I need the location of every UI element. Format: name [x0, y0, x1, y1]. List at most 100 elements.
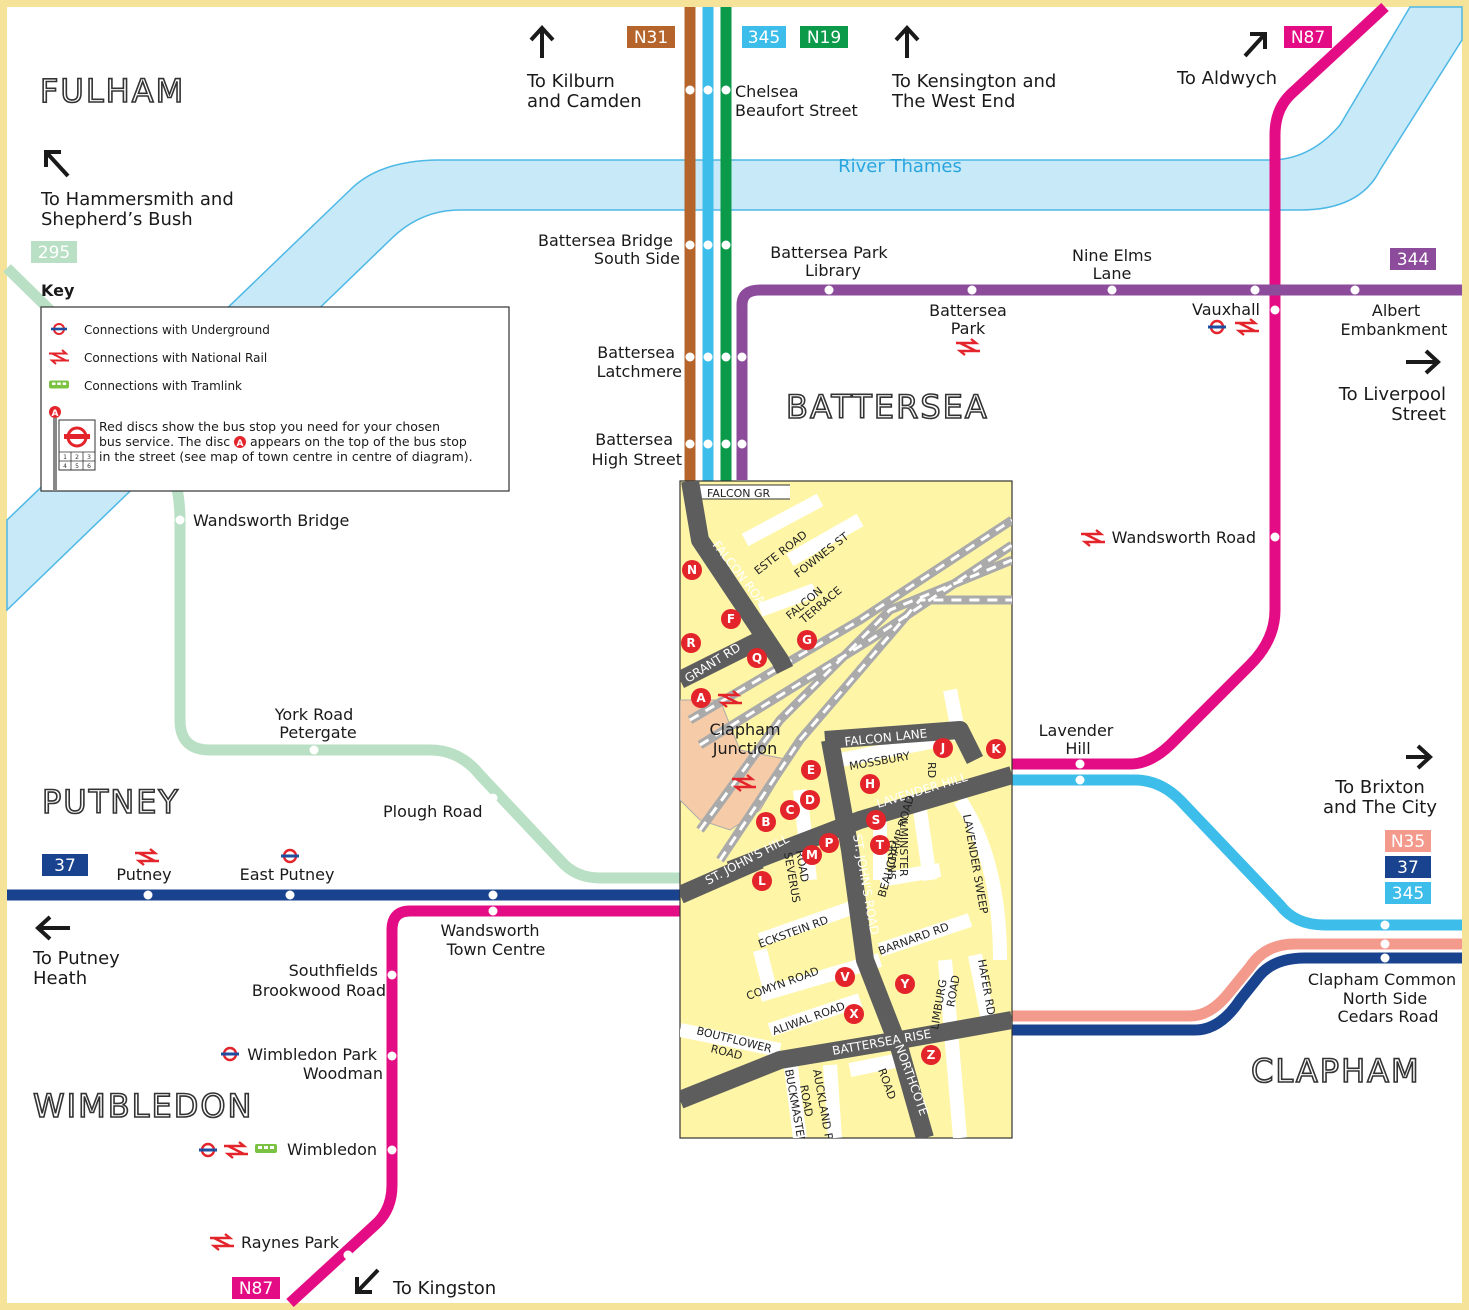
stop-disc[interactable]: M [802, 845, 822, 865]
stop-disc[interactable]: L [752, 871, 772, 891]
stop-disc[interactable]: P [819, 833, 839, 853]
stop-disc[interactable]: E [801, 760, 821, 780]
route-badge-37-left: 37 [54, 856, 76, 876]
district-battersea: BATTERSEA [786, 388, 989, 426]
key-grid-cell: 1 [63, 454, 67, 461]
route-badge-345-right: 345 [1392, 884, 1424, 904]
stop-disc[interactable]: J [933, 738, 953, 758]
bus-stop-sign-icon: A 1 2 3 4 5 6 [49, 406, 96, 491]
svg-text:S: S [872, 813, 881, 827]
arrow-up-icon [894, 25, 920, 58]
st-johns-hill-line [680, 851, 764, 904]
stop-disc[interactable]: S [866, 810, 886, 830]
svg-text:N: N [687, 563, 697, 577]
svg-text:X: X [849, 1007, 859, 1021]
stop-disc[interactable]: T [870, 835, 890, 855]
national-rail-icon [49, 349, 69, 365]
national-rail-icon [1235, 318, 1259, 336]
svg-text:L: L [758, 874, 766, 888]
major-roads [680, 481, 1012, 1138]
stop-disc[interactable]: Q [747, 648, 767, 668]
national-rail-icon [732, 774, 756, 792]
key-note-line1: Red discs show the bus stop you need for… [99, 419, 440, 434]
arrow-up-left-icon [44, 150, 70, 178]
direction-kingston: To Kingston [392, 1278, 496, 1299]
district-wimbledon: WIMBLEDON [33, 1087, 253, 1125]
stop-disc[interactable]: H [860, 774, 880, 794]
district-fulham: FULHAM [40, 72, 185, 110]
underground-icon [281, 848, 299, 864]
stop-disc[interactable]: Y [895, 974, 915, 994]
battersea-rise-line [680, 1011, 1012, 1109]
route-badge-N87-bottom: N87 [239, 1279, 273, 1299]
stop-disc[interactable]: K [986, 739, 1006, 759]
connection-icons [135, 318, 1259, 1251]
stop-dots [143, 85, 1390, 1260]
svg-text:A: A [696, 691, 706, 705]
stop-disc[interactable]: Z [921, 1045, 941, 1065]
underground-icon [199, 1142, 217, 1158]
route-line-344 [736, 284, 1462, 480]
tramlink-icon [49, 380, 69, 389]
falcon-road-line [681, 481, 794, 675]
arrow-right-icon [1406, 349, 1441, 375]
road-mossbury-rd: RD [925, 762, 938, 778]
svg-text:B: B [761, 815, 770, 829]
stop-disc[interactable]: C [780, 800, 800, 820]
stop-disc[interactable]: F [721, 609, 741, 629]
national-rail-icon [718, 690, 742, 708]
route-line-N35 [1010, 938, 1462, 1022]
svg-text:Y: Y [900, 977, 910, 991]
national-rail-icon [956, 338, 980, 356]
stop-disc[interactable]: V [835, 967, 855, 987]
arrow-down-left-icon [355, 1268, 380, 1294]
key-grid-cell: 3 [87, 454, 91, 461]
key-box: Connections with Underground Connections… [40, 306, 510, 492]
svg-text:V: V [840, 970, 850, 984]
key-note-line3: in the street (see map of town centre in… [99, 449, 473, 464]
key-title: Key [41, 281, 75, 300]
route-badge-N31: N31 [634, 28, 668, 48]
stop-plough-road: Plough Road [383, 802, 483, 821]
key-tram: Connections with Tramlink [84, 379, 242, 393]
route-line-37-east [1010, 952, 1462, 1036]
svg-text:G: G [802, 633, 812, 647]
stop-disc[interactable]: X [844, 1004, 864, 1024]
lavender-hill-line [726, 766, 1012, 879]
svg-text:D: D [805, 793, 815, 807]
svg-text:K: K [991, 742, 1001, 756]
stop-disc[interactable]: G [797, 630, 817, 650]
stop-disc[interactable]: A [691, 688, 711, 708]
stop-disc[interactable]: R [681, 633, 701, 653]
stop-disc[interactable]: N [682, 560, 702, 580]
stop-wandsworth-road: Wandsworth Road [1112, 528, 1256, 547]
stop-wimbledon: Wimbledon [287, 1140, 377, 1159]
route-badge-N87-top: N87 [1291, 28, 1325, 48]
route-badge-37-right: 37 [1397, 858, 1419, 878]
stop-disc[interactable]: B [756, 812, 776, 832]
national-rail-icon [210, 1233, 234, 1251]
stop-disc[interactable]: D [800, 790, 820, 810]
svg-text:J: J [940, 741, 945, 755]
underground-icon [51, 323, 67, 335]
key-grid-cell: 5 [75, 463, 79, 470]
district-putney: PUTNEY [42, 783, 180, 821]
route-line-345-east [1010, 774, 1462, 931]
key-grid-cell: 4 [63, 463, 67, 470]
key-disc-icon [234, 436, 246, 448]
bus-stop-discs: N F R G Q A J K E H C D B S M P T L V Y … [681, 560, 1006, 1065]
